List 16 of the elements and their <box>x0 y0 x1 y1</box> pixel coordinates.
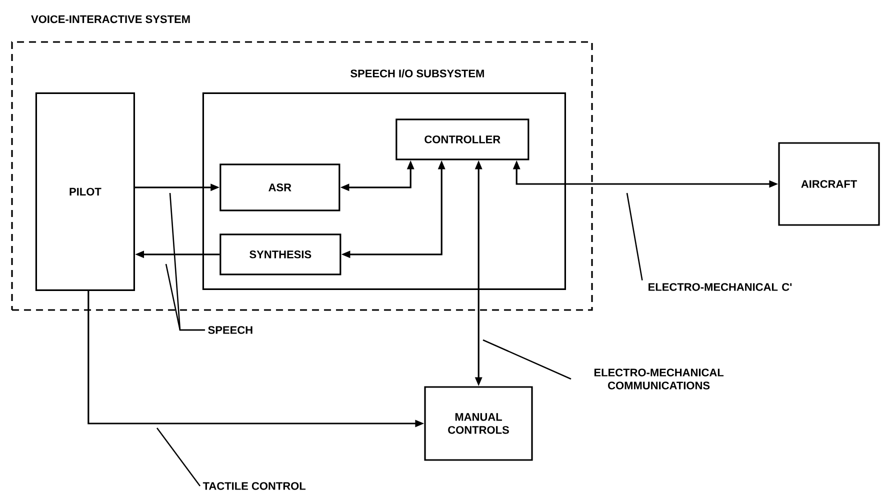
leader-line <box>156 428 201 486</box>
annotation-label: ELECTRO-MECHANICAL C' <box>648 283 792 291</box>
block-box: CONTROLLER <box>396 118 530 160</box>
node-label: VOICE-INTERACTIVE SYSTEM <box>31 15 190 24</box>
block-box: SYNTHESIS <box>220 234 342 276</box>
block-box: PILOT <box>35 92 135 291</box>
annotation-label: TACTILE CONTROL <box>202 482 306 490</box>
leader-line <box>165 264 205 331</box>
leader-line <box>482 339 572 380</box>
leader-line <box>626 192 643 280</box>
annotation-label: ELECTRO-MECHANICAL COMMUNICATIONS <box>594 368 724 390</box>
block-box: AIRCRAFT <box>778 142 880 226</box>
annotation-label: SPEECH <box>208 326 252 334</box>
node-label: SPEECH I/O SUBSYSTEM <box>350 69 484 78</box>
block-box: MANUAL CONTROLS <box>424 386 533 461</box>
block-box: ASR <box>220 164 340 212</box>
